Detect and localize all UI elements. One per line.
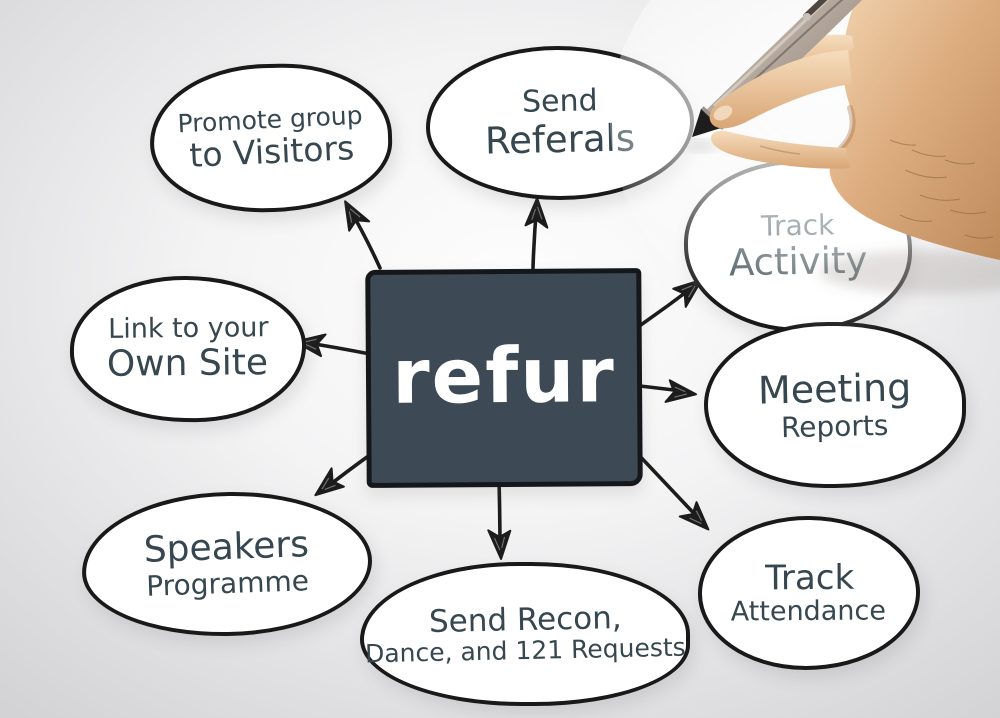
pen-tip — [692, 109, 721, 137]
arrow-to-promote-group — [335, 194, 382, 270]
thumb — [710, 130, 850, 169]
node-label-line: Send Recon, — [428, 599, 622, 640]
node-label-line: Attendance — [731, 595, 887, 628]
arrow-to-send-referals — [524, 196, 551, 270]
thumb-crease — [759, 145, 801, 155]
pen-clip — [803, 0, 828, 19]
index-fingernail — [713, 105, 733, 121]
arrow-to-track-attendance — [632, 448, 717, 539]
pen-clip-rivet — [803, 13, 811, 21]
hand-and-forearm — [829, 0, 1000, 260]
node-label-line: Meeting — [757, 365, 913, 413]
pen-highlight — [712, 0, 830, 108]
node-label-line: Track — [764, 557, 854, 599]
pen-tip-shadow — [686, 142, 718, 150]
node-send-recon-dance-121: Send Recon, Dance, and 121 Requests — [360, 562, 690, 706]
node-label-line: Dance, and 121 Requests — [364, 633, 686, 669]
hand-contour-shade — [838, 105, 856, 151]
hand-holding-pen-photo — [610, 0, 1000, 335]
node-meeting-reports: Meeting Reports — [704, 322, 966, 488]
forearm-hair — [889, 139, 994, 239]
refur-logo: refur — [391, 330, 617, 421]
node-label-line: Reports — [780, 408, 890, 444]
index-finger — [709, 50, 852, 129]
node-label-line: Send — [521, 83, 599, 121]
node-label-line: to Visitors — [188, 127, 355, 175]
node-label-line: Programme — [145, 564, 310, 604]
arrow-to-meeting-reports — [638, 379, 699, 408]
arrow-to-speakers-programme — [307, 450, 376, 505]
node-link-to-own-site: Link to your Own Site — [69, 274, 307, 424]
node-label-line: Link to your — [107, 311, 269, 345]
arrow-to-track-activity — [636, 270, 710, 329]
node-label-line: Own Site — [107, 342, 269, 385]
arrow-to-send-recon — [487, 478, 513, 561]
hand-shadow — [820, 250, 1000, 294]
arrow-to-link-own-site — [292, 328, 372, 358]
